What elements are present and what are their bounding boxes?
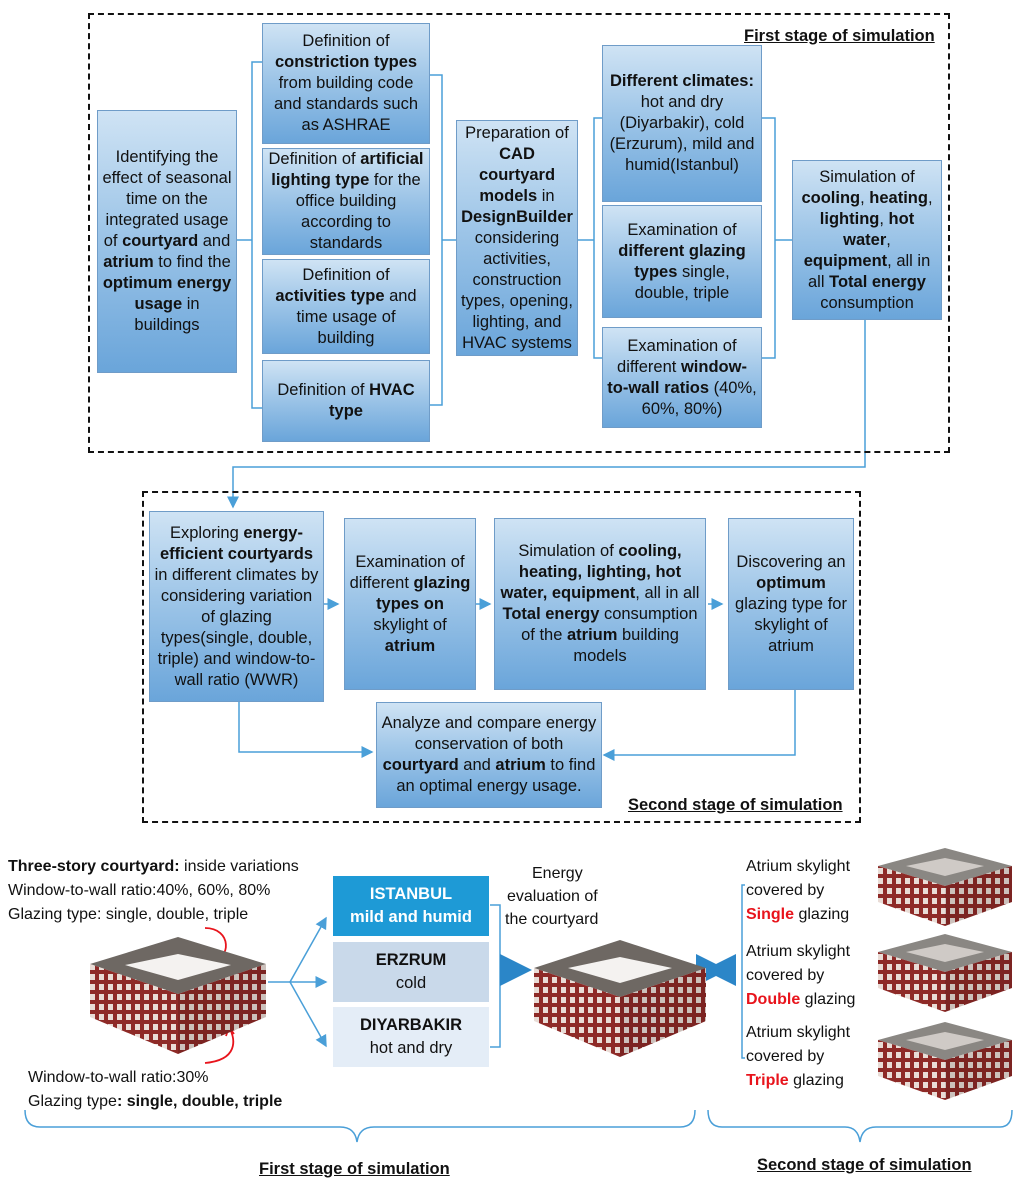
bottom-stage2-label: Second stage of simulation (757, 1156, 972, 1174)
atrium-model-double (878, 934, 1012, 1012)
stage2-frame (142, 491, 861, 823)
courtyard-model-left (90, 937, 266, 1054)
optimum-glazing-box: Discovering an optimum glazing type for … (728, 518, 854, 690)
outer-glazing-text: Glazing type: single, double, triple (28, 1093, 283, 1110)
def-activities-box: Definition of activities type and time u… (262, 259, 430, 354)
bottom-stage1-label: First stage of simulation (259, 1160, 450, 1178)
explore-box: Exploring energy-efficient courtyards in… (149, 511, 324, 702)
inside-glazing-text: Glazing type: single, double, triple (8, 906, 249, 923)
wwr-box: Examination of different window-to-wall … (602, 327, 762, 428)
simulation-box: Simulation of cooling, heating, lighting… (792, 160, 942, 320)
atrium-model-single (878, 848, 1012, 926)
atrium-model-triple (878, 1022, 1012, 1100)
skylight-double-text: Atrium skylight covered by Double glazin… (746, 943, 856, 1008)
skylight-glazing-box: Examination of different glazing types o… (344, 518, 476, 690)
stage2-label: Second stage of simulation (628, 796, 843, 814)
courtyard-title: Three-story courtyard: inside variations (8, 858, 299, 875)
def-lighting-box: Definition of artificial lighting type f… (262, 148, 430, 255)
def-hvac-box: Definition of HVAC type (262, 360, 430, 442)
energy-eval-line1: Energy (532, 865, 583, 882)
energy-eval-line3: the courtyard (505, 911, 599, 928)
cad-prep-box: Preparation of CAD courtyard models in D… (456, 120, 578, 356)
courtyard-model-middle (534, 940, 706, 1057)
inside-wwr-text: Window-to-wall ratio:40%, 60%, 80% (8, 882, 271, 899)
energy-eval-line2: evaluation of (507, 888, 598, 905)
analyze-box: Analyze and compare energy conservation … (376, 702, 602, 808)
stage1-label: First stage of simulation (744, 27, 935, 45)
stage1-frame (88, 13, 950, 453)
glazing-types-box: Examination of different glazing types s… (602, 205, 762, 318)
intro-box: Identifying the effect of seasonal time … (97, 110, 237, 373)
def-construction-box: Definition of constriction types from bu… (262, 23, 430, 144)
skylight-single-text: Atrium skylight covered by Single glazin… (746, 858, 851, 923)
atrium-simulation-box: Simulation of cooling, heating, lighting… (494, 518, 706, 690)
climates-box: Different climates: hot and dry (Diyarba… (602, 45, 762, 202)
skylight-triple-text: Atrium skylight covered by Triple glazin… (746, 1024, 851, 1089)
outer-wwr-text: Window-to-wall ratio:30% (28, 1069, 209, 1086)
